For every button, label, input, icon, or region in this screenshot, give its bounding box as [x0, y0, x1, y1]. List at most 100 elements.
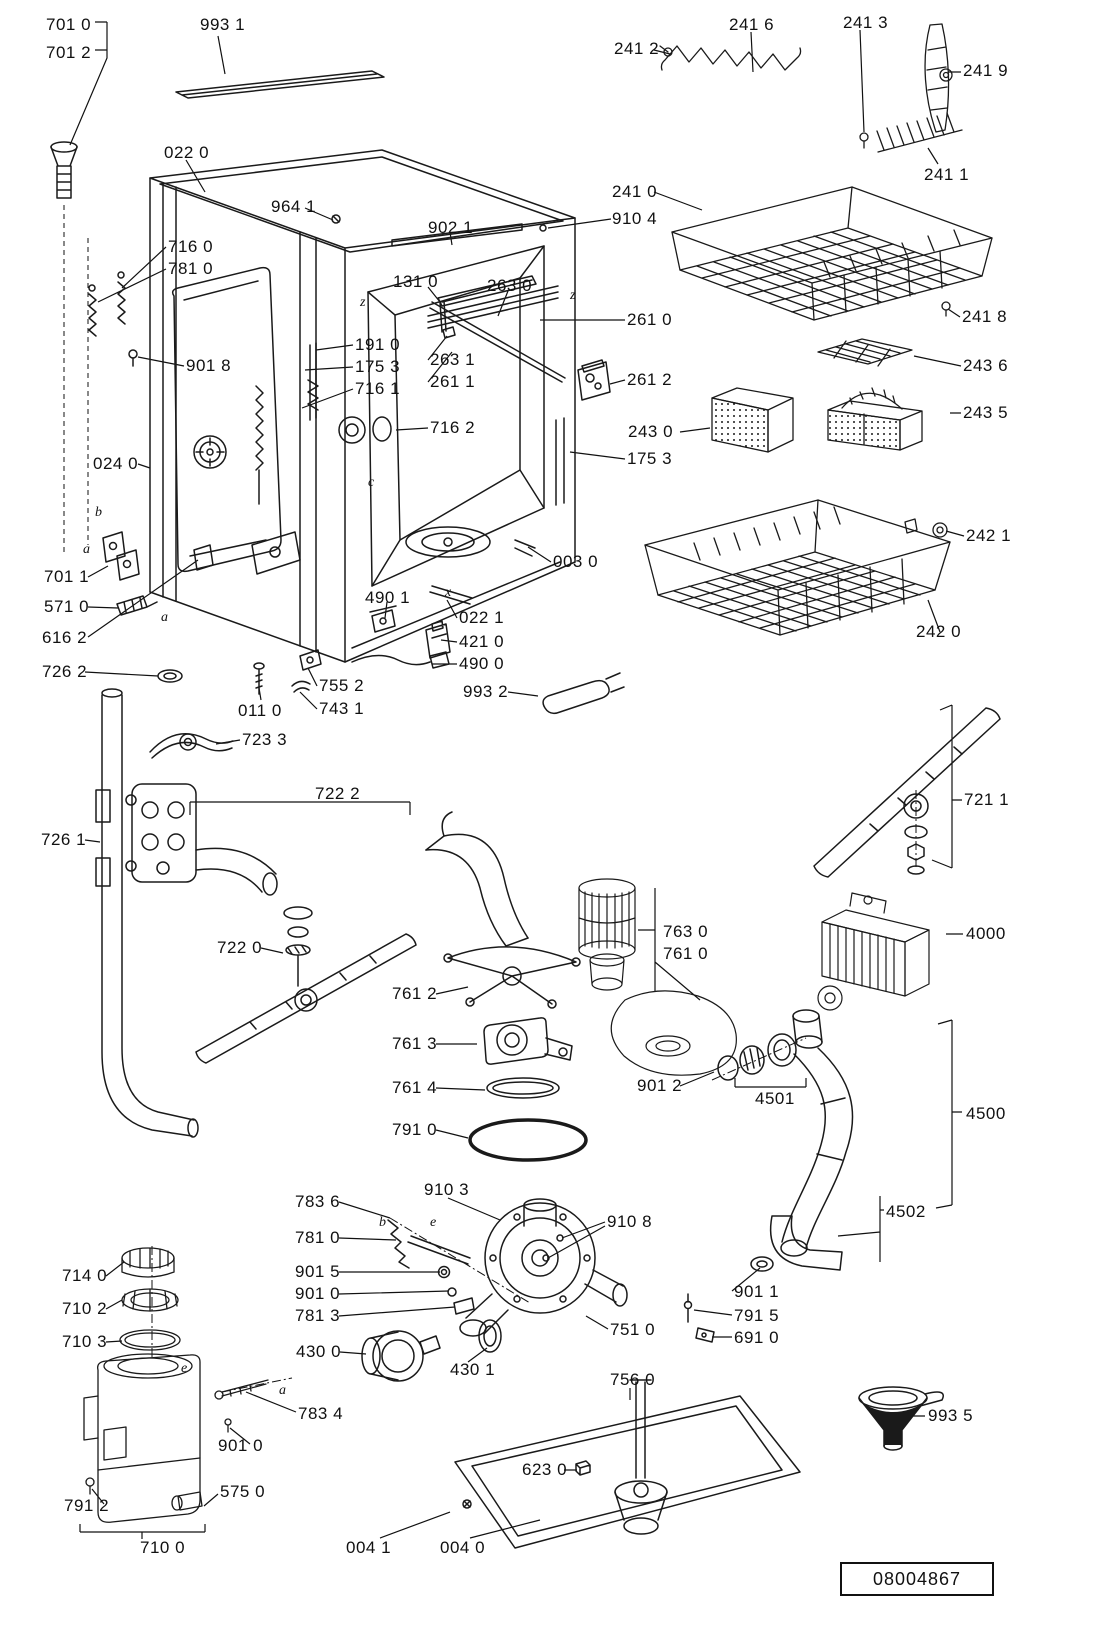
part-number-label: 761 2	[392, 984, 438, 1003]
ref-letter: a	[83, 542, 91, 557]
part-number-label: 761 3	[392, 1034, 438, 1053]
part-number-label: 022 0	[164, 143, 210, 162]
part-number-label: 4502	[886, 1202, 926, 1221]
part-number-label: 791 0	[392, 1120, 438, 1139]
part-number-label: 763 0	[663, 922, 709, 941]
part-number-label: 241 0	[612, 182, 658, 201]
dispenser-parts-drawing	[711, 338, 923, 453]
ref-letter: a	[279, 1383, 287, 1398]
part-number-label: 910 4	[612, 209, 658, 228]
parts-drawings	[50, 23, 1001, 1549]
filter-drawing	[578, 878, 737, 1076]
motor-drawing	[817, 892, 930, 1011]
part-number-label: 993 5	[928, 1406, 974, 1425]
part-number-label: 781 0	[168, 259, 214, 278]
part-number-label: 4500	[966, 1104, 1006, 1123]
fastener-parts-drawing	[387, 1219, 715, 1343]
part-number-label: 421 0	[459, 632, 505, 651]
part-number-label: 701 1	[44, 567, 90, 586]
part-number-label: 910 3	[424, 1180, 470, 1199]
part-number-label: 241 8	[962, 307, 1008, 326]
part-number-label: 721 1	[964, 790, 1010, 809]
part-number-label: 490 1	[365, 588, 411, 607]
part-number-label: 726 2	[42, 662, 88, 681]
top-strip-drawing	[175, 70, 385, 99]
part-number-label: 241 3	[843, 13, 889, 32]
ref-letter: e	[181, 1361, 188, 1376]
under-tub-parts-drawing	[102, 531, 625, 715]
part-number-label: 261 2	[627, 370, 673, 389]
part-number-label: 011 0	[238, 701, 282, 720]
part-number-label: 571 0	[44, 597, 90, 616]
part-number-label: 241 1	[924, 165, 970, 184]
part-number-label: 243 0	[628, 422, 674, 441]
part-number-label: 710 2	[62, 1299, 108, 1318]
part-number-label: 261 0	[627, 310, 673, 329]
ref-letter: e	[430, 1215, 437, 1230]
part-number-label: 710 0	[140, 1538, 186, 1557]
part-number-label: 623 0	[522, 1460, 568, 1479]
part-number-label: 022 1	[459, 608, 505, 627]
part-number-label: 242 0	[916, 622, 962, 641]
base-panel-drawing	[454, 1379, 801, 1549]
ref-letter: c	[368, 475, 375, 490]
part-number-label: 756 0	[610, 1370, 656, 1389]
part-number-label: 4000	[966, 924, 1006, 943]
part-number-label: 761 0	[663, 944, 709, 963]
drain-pump-drawing	[361, 1319, 502, 1382]
part-number-label: 243 5	[963, 403, 1009, 422]
lower-basket-drawing	[644, 499, 951, 636]
part-number-label: 701 2	[46, 43, 92, 62]
part-number-label: 710 3	[62, 1332, 108, 1351]
stand-pipe-drawing	[95, 688, 199, 1138]
part-number-label: 263 0	[487, 276, 533, 295]
part-number-label: 261 1	[430, 372, 476, 391]
shaft-seals-drawing	[717, 1033, 797, 1081]
part-number-label: 901 5	[295, 1262, 341, 1281]
part-number-label: 004 1	[346, 1538, 392, 1557]
part-number-label: 901 0	[295, 1284, 341, 1303]
part-number-label: 791 2	[64, 1496, 110, 1515]
part-number-label: 714 0	[62, 1266, 108, 1285]
part-number-label: 781 0	[295, 1228, 341, 1247]
part-number-label: 716 2	[430, 418, 476, 437]
part-number-label: 751 0	[610, 1320, 656, 1339]
part-number-label: 722 0	[217, 938, 263, 957]
part-number-label: 716 1	[355, 379, 401, 398]
part-number-label: 783 6	[295, 1192, 341, 1211]
part-number-label: 175 3	[355, 357, 401, 376]
part-number-label: 175 3	[627, 449, 673, 468]
upper-spray-arm-drawing	[813, 707, 1001, 878]
fill-funnel-drawing	[50, 141, 126, 337]
part-number-label: 003 0	[553, 552, 599, 571]
upper-basket-drawing	[671, 186, 993, 321]
part-number-label: 263 1	[430, 350, 476, 369]
part-number-label: 616 2	[42, 628, 88, 647]
part-number-label: 243 6	[963, 356, 1009, 375]
ref-letter: z	[360, 295, 366, 310]
drawing-number: 08004867	[872, 1568, 962, 1589]
part-number-label: 004 0	[440, 1538, 486, 1557]
ref-letter: a	[161, 610, 169, 625]
part-number-label: 430 1	[450, 1360, 496, 1379]
part-number-label: 761 4	[392, 1078, 438, 1097]
part-number-label: 242 1	[966, 526, 1012, 545]
drawing-number-plate: 08004867	[840, 1562, 994, 1596]
small-arm-drawing	[149, 733, 234, 759]
part-number-label: 901 0	[218, 1436, 264, 1455]
part-number-label: 743 1	[319, 699, 365, 718]
part-number-label: 902 1	[428, 218, 474, 237]
part-number-label: 4501	[755, 1089, 795, 1108]
cutlery-rack-parts-drawing	[659, 23, 963, 317]
part-number-label: 722 2	[315, 784, 361, 803]
part-number-label: 901 2	[637, 1076, 683, 1095]
water-softener-drawing	[83, 1247, 269, 1523]
part-number-label: 993 2	[463, 682, 509, 701]
pump-housing-drawing	[459, 1198, 628, 1337]
part-number-label: 701 0	[46, 15, 92, 34]
ref-letter: x	[445, 585, 452, 600]
part-number-label: 430 0	[296, 1342, 342, 1361]
part-number-label: 024 0	[93, 454, 139, 473]
